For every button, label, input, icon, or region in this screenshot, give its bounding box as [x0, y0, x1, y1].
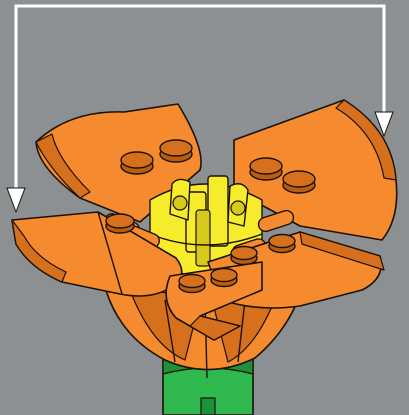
stud	[231, 247, 257, 265]
stud	[211, 269, 237, 287]
stud	[269, 235, 295, 253]
stud	[121, 152, 153, 174]
stud	[160, 140, 192, 162]
stud	[250, 158, 282, 180]
stud	[283, 171, 315, 193]
stud	[106, 214, 134, 233]
stud	[179, 275, 205, 293]
